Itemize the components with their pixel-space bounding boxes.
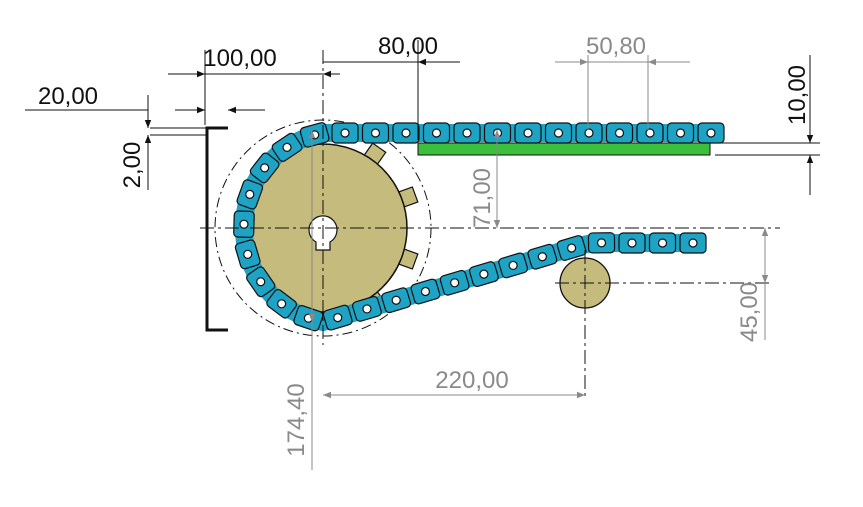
chain-pin bbox=[508, 260, 518, 271]
wear-strip bbox=[417, 142, 711, 156]
chain-pin bbox=[243, 249, 253, 259]
chain-pin bbox=[688, 238, 698, 248]
dim-50-80: 50,80 bbox=[586, 33, 646, 60]
chain-pin bbox=[462, 128, 472, 138]
chain-pin bbox=[450, 278, 460, 288]
chain-pin bbox=[401, 128, 411, 138]
chain-pin bbox=[420, 286, 431, 297]
dim-10: 10,00 bbox=[784, 65, 811, 125]
dim-2: 2,00 bbox=[119, 142, 146, 189]
dim-45: 45,00 bbox=[736, 282, 763, 342]
dim-100: 100,00 bbox=[203, 45, 276, 72]
chain-pin bbox=[627, 238, 637, 248]
chain-pin bbox=[362, 304, 372, 314]
chain-pin bbox=[391, 295, 401, 305]
chain-pin bbox=[303, 313, 313, 323]
side-guide bbox=[205, 126, 228, 332]
chain-pin bbox=[340, 128, 350, 138]
chain-pin bbox=[553, 128, 564, 138]
dim-20: 20,00 bbox=[38, 83, 98, 110]
chain-pin bbox=[537, 252, 547, 262]
chain-pin bbox=[260, 163, 270, 173]
chain-pin bbox=[245, 189, 255, 199]
chain-pin bbox=[566, 243, 577, 253]
chain-pin bbox=[239, 219, 249, 229]
chain-pin bbox=[706, 128, 716, 138]
dim-174-40: 174,40 bbox=[283, 383, 310, 456]
chain-pin bbox=[596, 238, 607, 248]
dim-220: 220,00 bbox=[435, 367, 508, 394]
chain-pin bbox=[657, 238, 668, 248]
dim-71: 71,00 bbox=[469, 168, 496, 228]
chain-pin bbox=[282, 142, 292, 152]
chain-pin bbox=[584, 128, 594, 138]
chain-pin bbox=[645, 128, 655, 138]
chain-pin bbox=[479, 269, 489, 279]
chain-pin bbox=[675, 128, 686, 138]
chain-pin bbox=[523, 128, 533, 138]
chain-pin bbox=[256, 277, 266, 287]
chain-pin bbox=[431, 128, 442, 138]
chain-pin bbox=[333, 313, 343, 323]
dim-80: 80,00 bbox=[378, 33, 438, 60]
chain-pin bbox=[277, 299, 287, 309]
chain-pin bbox=[370, 128, 381, 138]
chain bbox=[233, 122, 725, 332]
chain-pin bbox=[614, 128, 625, 138]
